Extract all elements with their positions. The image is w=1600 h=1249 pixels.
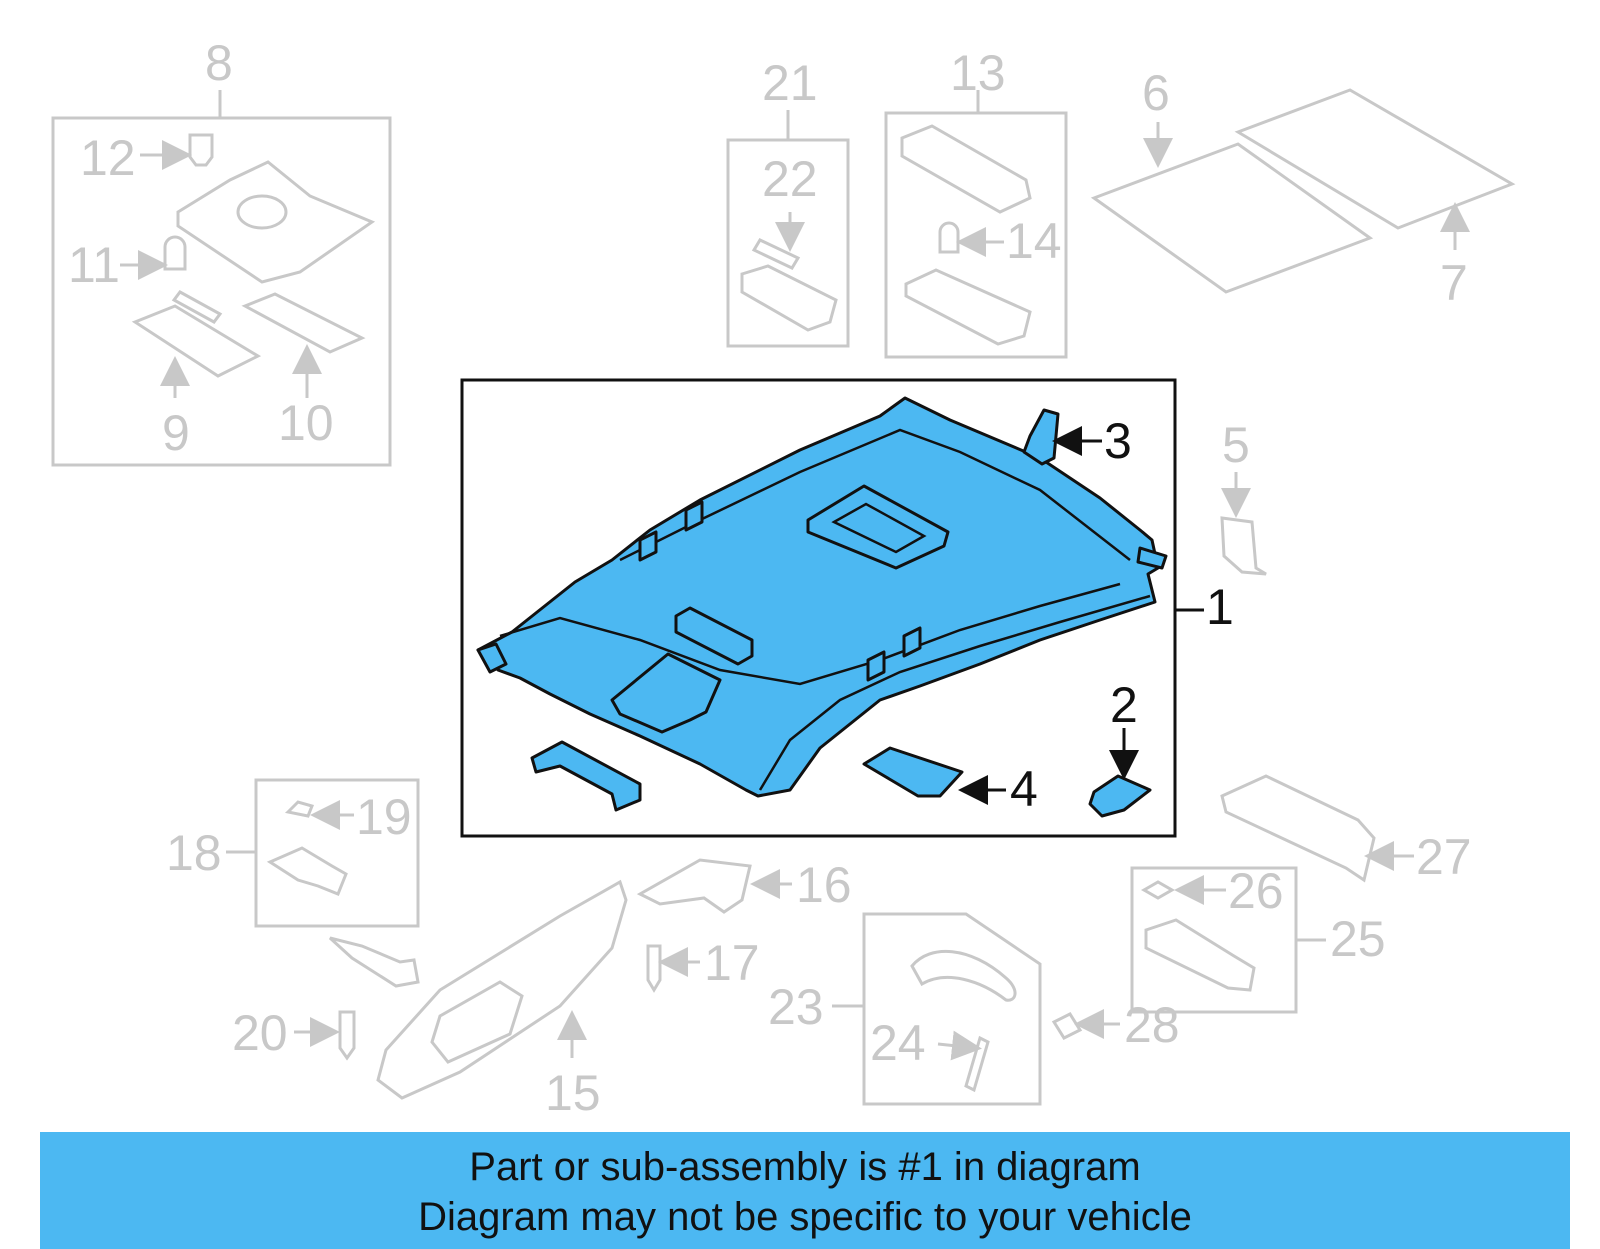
clip-19-icon [284,800,315,818]
clip-18-icon [266,846,348,896]
callout-18: 18 [166,825,222,881]
screw-20-icon [338,1010,356,1061]
visor-bracket-icon [328,936,420,988]
console-mount-icon [610,652,722,734]
lamp-13-icon [904,268,1032,346]
group-1-frame [460,378,1177,838]
banner-line-2: Diagram may not be specific to your vehi… [418,1195,1192,1239]
callout-17: 17 [704,935,760,991]
bolt-28-icon [1051,1012,1083,1040]
bracket-2-icon [1088,774,1152,818]
tab-d-icon [902,626,922,658]
pad-4-icon [862,746,964,798]
group-18-clip [226,778,420,928]
tab-b-icon [684,500,704,532]
console-bar-icon [674,606,754,666]
bulb-12-icon [188,133,214,167]
group-8-dome-light [51,90,392,467]
callout-9: 9 [162,405,190,461]
group-16-17-fasteners [636,858,792,993]
group-13-frame [884,111,1068,359]
trim-5-icon [1220,516,1267,576]
callout-10: 10 [278,395,334,451]
callout-28: 28 [1124,997,1180,1053]
headliner-rib-line [758,594,1151,791]
callout-24: 24 [870,1015,926,1071]
callout-15: 15 [545,1065,601,1121]
rear-clip-icon [1136,546,1168,570]
callout-4: 4 [1010,761,1038,817]
callout-5: 5 [1222,417,1250,473]
group-1-headliner [460,378,1204,838]
callout-1: 1 [1206,579,1234,635]
dome-lamp-housing-icon [176,160,376,284]
callout-2: 2 [1110,677,1138,733]
bracket-3-icon [1022,408,1060,466]
tab-a-icon [638,530,658,562]
bracket-13-icon [900,124,1032,214]
group-23-handle [832,912,1042,1106]
callout-20: 20 [232,1005,288,1061]
callout-7: 7 [1440,255,1468,311]
bulb-9-icon [171,290,223,324]
callout-8: 8 [205,35,233,91]
handle-23-icon [910,949,1017,1002]
headliner-edge-line [499,582,1121,686]
callout-13: 13 [950,45,1006,101]
group-25-bracket [1130,866,1326,1014]
lens-10-icon [241,292,366,354]
callout-16: 16 [796,857,852,913]
callout-11: 11 [68,237,120,293]
headliner-1-icon [476,396,1160,798]
group-6-7-panels [1090,88,1516,294]
lamp-21-icon [740,264,838,332]
group-23-frame [862,912,1042,1106]
callout-22: 22 [762,151,818,207]
visor-mirror-icon [430,980,524,1064]
callout-26: 26 [1228,863,1284,919]
bolt-17-icon [646,944,662,993]
visor-15-icon [376,879,628,1100]
dome-lamp-lens-icon [236,194,288,230]
corner-tab-icon [476,642,508,674]
bulb-22-icon [751,238,801,270]
bulb-11-icon [163,235,187,271]
callout-6: 6 [1142,65,1170,121]
group-21-lamp [726,110,850,348]
callout-14: 14 [1006,213,1062,269]
callout-25: 25 [1330,911,1386,967]
callout-21: 21 [762,55,818,111]
callout-19: 19 [356,789,412,845]
bracket-25-icon [1144,918,1256,992]
clip-26-icon [1140,880,1176,900]
callout-23: 23 [768,979,824,1035]
callout-27: 27 [1416,829,1472,885]
sunroof-frame-icon [806,484,950,570]
handle-rail-icon [530,740,642,812]
panel-7-icon [1234,88,1516,230]
group-27-bracket [1220,774,1414,883]
clip-16-icon [636,858,752,914]
tab-c-icon [866,650,886,682]
panel-6-icon [1090,142,1374,294]
clip-14-icon [938,221,960,254]
banner-line-1: Part or sub-assembly is #1 in diagram [469,1145,1141,1189]
lens-9-icon [131,304,262,378]
group-28-bolt [1051,1009,1120,1040]
callout-12: 12 [80,130,136,186]
info-banner: Part or sub-assembly is #1 in diagram Di… [40,1132,1570,1249]
callout-3: 3 [1104,413,1132,469]
group-13-bracket [884,90,1068,359]
group-15-sun-visor [294,879,628,1100]
arrow-24 [937,1030,982,1061]
bolt-24-icon [964,1035,990,1093]
group-5-trim [1220,472,1267,576]
sunroof-inner-icon [831,502,927,554]
